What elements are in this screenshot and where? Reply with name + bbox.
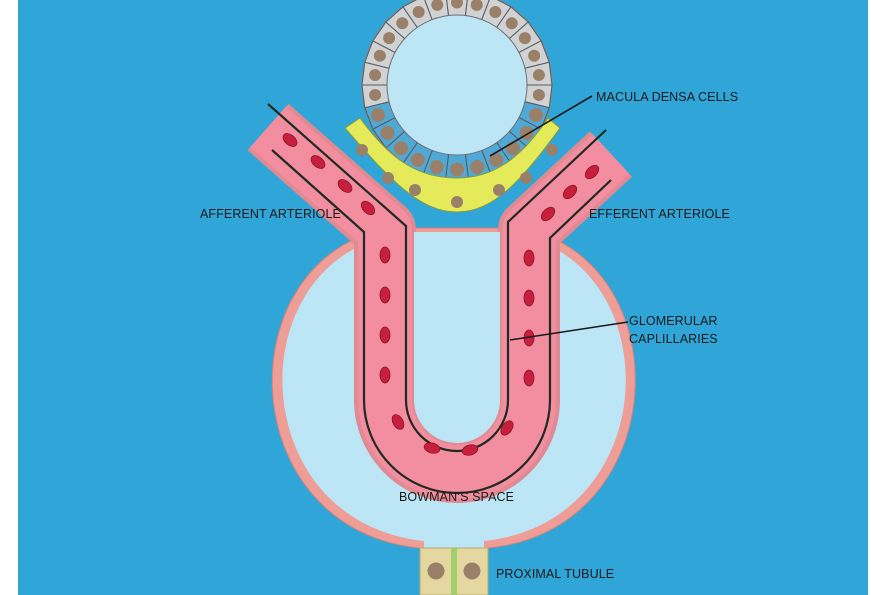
cell-nucleus [380,126,394,140]
cell-nucleus [369,89,381,101]
red-blood-cell [524,370,534,386]
afferent-arteriole-label: AFFERENT ARTERIOLE [200,207,341,221]
juxtaglomerular-nucleus [356,144,368,156]
juxtaglomerular-nucleus [546,144,558,156]
cell-nucleus [369,69,381,81]
red-blood-cell [380,247,390,263]
juxtaglomerular-nucleus [493,184,505,196]
red-blood-cell [524,290,534,306]
red-blood-cell [524,250,534,266]
cell-nucleus [411,153,425,167]
juxtaglomerular-nucleus [451,196,463,208]
cell-nucleus [533,89,545,101]
cell-nucleus [396,17,408,29]
cell-nucleus [394,141,408,155]
cell-nucleus [519,32,531,44]
cell-nucleus [470,160,484,174]
cell-nucleus [413,6,425,18]
loop-interior [414,232,500,443]
glomerular-label-line1: GLOMERULAR [629,314,718,328]
cell-nucleus [533,69,545,81]
cell-nucleus [371,108,385,122]
macula-densa-label: MACULA DENSA CELLS [596,90,738,104]
cell-nucleus [529,108,543,122]
red-blood-cell [380,327,390,343]
juxtaglomerular-nucleus [382,172,394,184]
juxtaglomerular-nucleus [520,172,532,184]
cell-nucleus [374,50,386,62]
cell-nucleus [506,17,518,29]
cell-nucleus [450,163,464,177]
cell-nucleus [489,6,501,18]
bowmans-space-label: BOWMAN’S SPACE [399,490,514,504]
proximal-tubule-label: PROXIMAL TUBULE [496,567,614,581]
proximal-tubule [420,548,488,595]
juxtaglomerular-nucleus [409,184,421,196]
cell-nucleus [528,50,540,62]
red-blood-cell [380,367,390,383]
red-blood-cell [380,287,390,303]
cell-nucleus [383,32,395,44]
efferent-arteriole-label: EFFERENT ARTERIOLE [589,207,730,221]
glomerular-label-line2: CAPLILLARIES [629,332,718,346]
cell-nucleus [430,160,444,174]
